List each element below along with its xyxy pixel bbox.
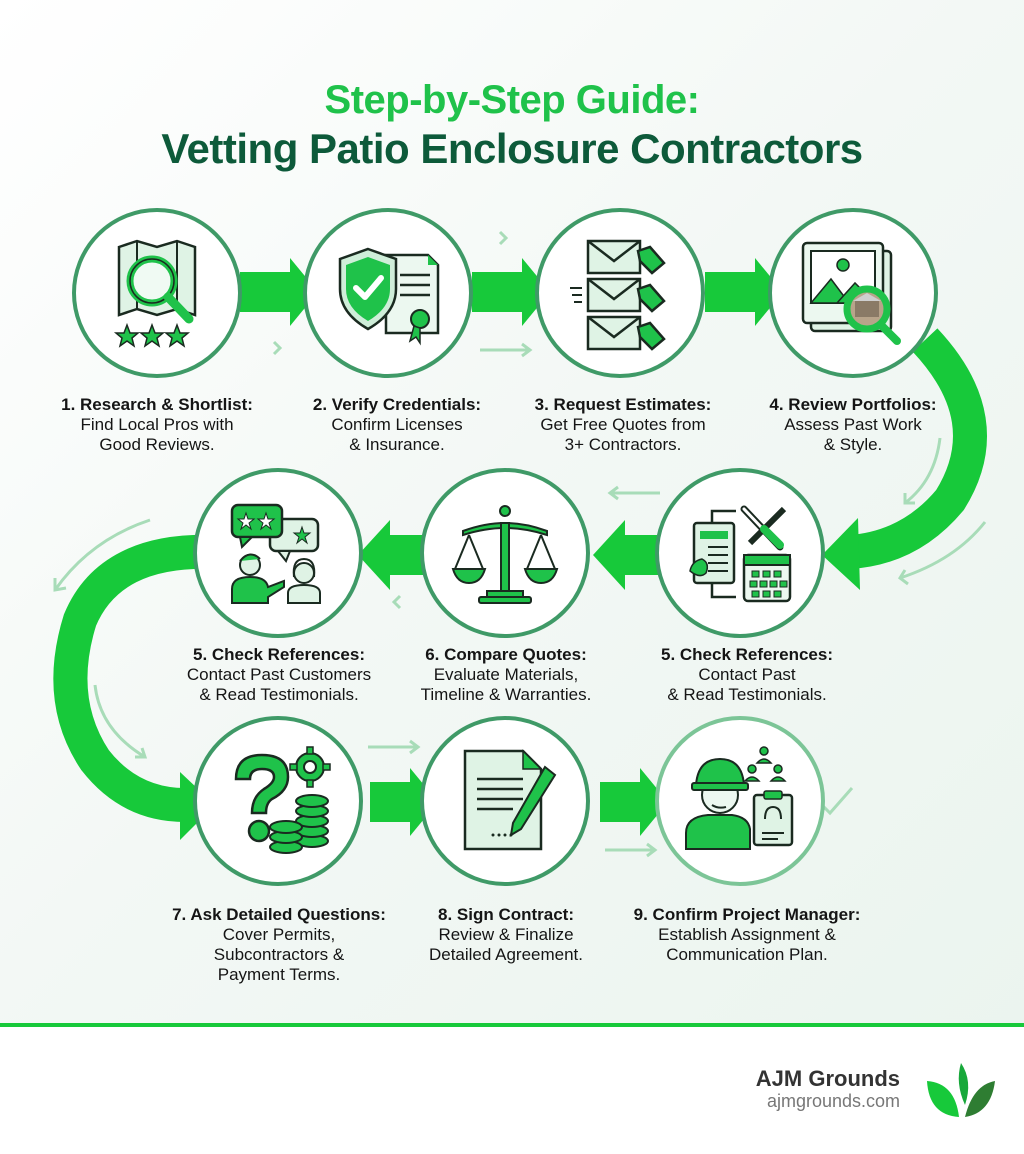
step-7-circle <box>193 716 363 886</box>
people-reviews-icon <box>230 503 321 604</box>
leaf-logo-icon <box>927 1063 995 1117</box>
step-description: Detailed Agreement. <box>428 945 584 964</box>
contract-pen-icon <box>463 749 557 851</box>
step-description: Contact Past <box>698 665 796 684</box>
arrow-right-icon <box>240 258 783 326</box>
step-heading: 7. Ask Detailed Questions: <box>172 905 386 924</box>
footer-divider <box>0 1023 1024 1027</box>
step-description: Confirm Licenses <box>331 415 463 434</box>
step-description: Find Local Pros with <box>80 415 234 434</box>
step-description: & Insurance. <box>349 435 445 454</box>
step-heading: 1. Research & Shortlist: <box>61 395 253 414</box>
step-6-label: 6. Compare Quotes: Evaluate Materials, T… <box>381 645 631 705</box>
step-description: & Read Testimonials. <box>199 685 359 704</box>
step-2-circle <box>303 208 473 378</box>
step-description: Evaluate Materials, <box>433 665 579 684</box>
arrowhead-icon <box>822 518 860 590</box>
photo-magnifier-icon <box>801 241 901 345</box>
balance-scale-icon <box>451 505 559 604</box>
step-heading: 9. Confirm Project Manager: <box>633 905 861 924</box>
step-2-label: 2. Verify Credentials: Confirm Licenses … <box>272 395 522 455</box>
step-description: Subcontractors & <box>213 945 345 964</box>
step-8-label: 8. Sign Contract: Review & Finalize Deta… <box>381 905 631 965</box>
brand-name: AJM Grounds <box>755 1066 900 1091</box>
step-4-label: 4. Review Portfolios: Assess Past Work &… <box>728 395 978 455</box>
step-description: Timeline & Warranties. <box>420 685 592 704</box>
footer <box>0 1027 1024 1154</box>
step-heading: 5. Check References: <box>193 645 365 664</box>
curved-arrow-icon <box>848 328 987 569</box>
decorative-arrows <box>53 230 987 858</box>
step-7-label: 7. Ask Detailed Questions: Cover Permits… <box>154 905 404 985</box>
document-tools-calendar-icon <box>689 505 792 603</box>
step-9-circle <box>655 716 825 886</box>
step-description: Establish Assignment & <box>658 925 836 944</box>
step-description: Payment Terms. <box>217 965 341 984</box>
step-heading: 8. Sign Contract: <box>437 905 574 924</box>
title-line-1: Step-by-Step Guide: <box>324 78 700 122</box>
step-heading: 2. Verify Credentials: <box>312 395 482 414</box>
step-5-references-circle <box>193 468 363 638</box>
curved-arrow-icon <box>53 534 216 822</box>
step-description: & Style. <box>823 435 883 454</box>
flow-arrows <box>53 230 987 858</box>
question-gear-coins-icon <box>234 746 331 854</box>
step-heading: 6. Compare Quotes: <box>425 645 587 664</box>
project-manager-icon <box>685 746 794 850</box>
step-description: 3+ Contractors. <box>564 435 682 454</box>
step-description: & Read Testimonials. <box>667 685 827 704</box>
arrow-left-icon <box>358 520 660 590</box>
step-description: Good Reviews. <box>99 435 215 454</box>
step-heading: 3. Request Estimates: <box>534 395 712 414</box>
step-description: Assess Past Work <box>784 415 922 434</box>
step-5-label: 5. Check References: Contact Past & Read… <box>622 645 872 705</box>
map-magnifier-stars-icon <box>113 239 197 348</box>
step-9-label: 9. Confirm Project Manager: Establish As… <box>622 905 872 965</box>
envelopes-price-tags-icon <box>570 239 666 351</box>
step-description: Get Free Quotes from <box>540 415 706 434</box>
step-heading: 4. Review Portfolios: <box>769 395 937 414</box>
step-8-circle <box>420 716 590 886</box>
step-description: Review & Finalize <box>438 925 574 944</box>
step-description: Contact Past Customers <box>186 665 372 684</box>
step-description: Communication Plan. <box>666 945 828 964</box>
step-description: Cover Permits, <box>222 925 336 944</box>
shield-certificate-icon <box>338 247 440 346</box>
brand-url[interactable]: ajmgrounds.com <box>766 1091 900 1111</box>
step-5-circle <box>655 468 825 638</box>
step-3-label: 3. Request Estimates: Get Free Quotes fr… <box>498 395 748 455</box>
step-5-references-label: 5. Check References: Contact Past Custom… <box>154 645 404 705</box>
step-6-circle <box>420 468 590 638</box>
step-4-circle <box>768 208 938 378</box>
step-3-circle <box>535 208 705 378</box>
title-line-2: Vetting Patio Enclosure Contractors <box>161 125 863 172</box>
step-1-circle <box>72 208 242 378</box>
step-1-label: 1. Research & Shortlist: Find Local Pros… <box>32 395 282 455</box>
step-heading: 5. Check References: <box>661 645 833 664</box>
